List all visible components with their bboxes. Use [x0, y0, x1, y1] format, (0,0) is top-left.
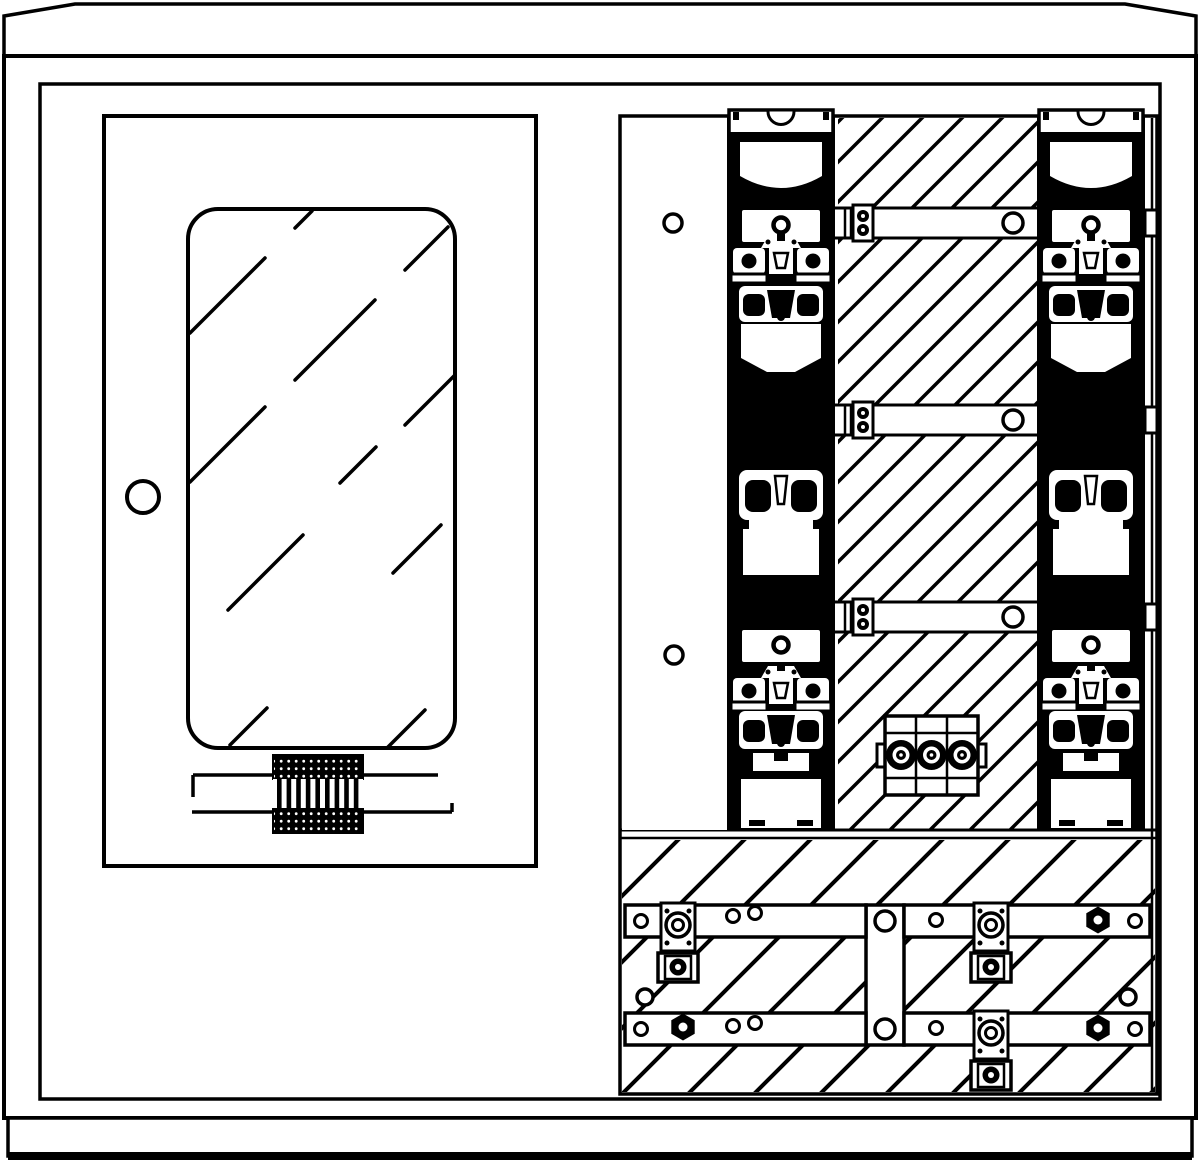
vent-bar [277, 779, 282, 809]
hex-nut [671, 1013, 695, 1041]
cable-clamp [659, 901, 697, 953]
glass-reflection-line [293, 209, 314, 230]
cable-clamp [972, 901, 1010, 953]
glass-reflection-line [338, 445, 378, 485]
glass-reflection-line [391, 523, 443, 575]
link-plate-hole [873, 909, 897, 933]
strap-hole [1127, 913, 1143, 929]
fuse-switch-strip [1037, 110, 1145, 830]
terminal-pole [947, 740, 977, 770]
vent-bar [344, 779, 349, 809]
strap-hole [747, 905, 763, 921]
vent-bar [305, 779, 311, 809]
bay-panel-holes [662, 212, 685, 666]
fuse-switch-strip [727, 110, 835, 830]
busbar-hole [1001, 605, 1025, 629]
glass-reflection-line [293, 298, 377, 382]
door-lock [125, 479, 161, 515]
glass-reflection-line [188, 256, 267, 335]
equipment-bay [618, 110, 1159, 1096]
glass-reflection-lines [188, 209, 457, 749]
vent-bar [334, 779, 340, 809]
vent-dot-block-bottom [272, 808, 364, 834]
strap-hole [928, 912, 944, 928]
panel-hole [663, 644, 685, 666]
vent-dot-block-top [272, 754, 364, 780]
panel-hole [1118, 987, 1138, 1007]
vent-bar [325, 779, 330, 809]
strap-hole [725, 908, 741, 924]
glass-reflection-line [188, 405, 267, 484]
terminal-pole [916, 740, 947, 770]
door-vent-grille [191, 754, 454, 834]
panel-hole [635, 987, 655, 1007]
vent-louvres [191, 754, 454, 834]
busbar-end-stub [1143, 208, 1159, 238]
distribution-busbars [830, 203, 1159, 637]
clamp-bracket [656, 951, 700, 984]
glass-reflection-line [403, 225, 450, 272]
strap-hole [633, 913, 649, 929]
cabinet-door [102, 114, 538, 868]
cabinet-plinth [6, 1116, 1194, 1158]
bottom-busbar-strap [623, 1011, 868, 1047]
vent-bar [296, 779, 301, 809]
vent-bar [353, 779, 359, 809]
cable-terminal-block [875, 714, 988, 797]
panel-hole [662, 212, 684, 234]
link-plate-hole [873, 1017, 897, 1041]
bottom-busbar-assembly [623, 901, 1152, 1092]
clamp-bracket [969, 951, 1013, 984]
vent-bar [286, 779, 292, 809]
cable-clamp [972, 1009, 1010, 1061]
vent-bar [315, 779, 320, 809]
glass-reflection-line [403, 373, 457, 427]
strap-hole [928, 1020, 944, 1036]
distribution-busbar [830, 203, 1159, 243]
strap-hole [725, 1018, 741, 1034]
clamp-bracket [969, 1059, 1013, 1092]
strap-hole [1127, 1021, 1143, 1037]
glass-reflection-line [228, 706, 269, 747]
busbar-end-stub [1143, 602, 1159, 632]
bay-left-panel [622, 118, 727, 830]
terminal-pole [886, 740, 916, 770]
door-glass-window [186, 207, 457, 750]
busbar-end-stub [1143, 405, 1159, 435]
glass-reflection-line [226, 533, 305, 612]
strap-hole [633, 1021, 649, 1037]
hex-nut [1086, 1014, 1110, 1042]
busbar-hole [1001, 408, 1025, 432]
strap-hole [747, 1015, 763, 1031]
busbar-hole [1001, 211, 1025, 235]
glass-reflection-line [386, 708, 427, 749]
hex-nut [1086, 906, 1110, 934]
cabinet-roof [2, 2, 1198, 58]
